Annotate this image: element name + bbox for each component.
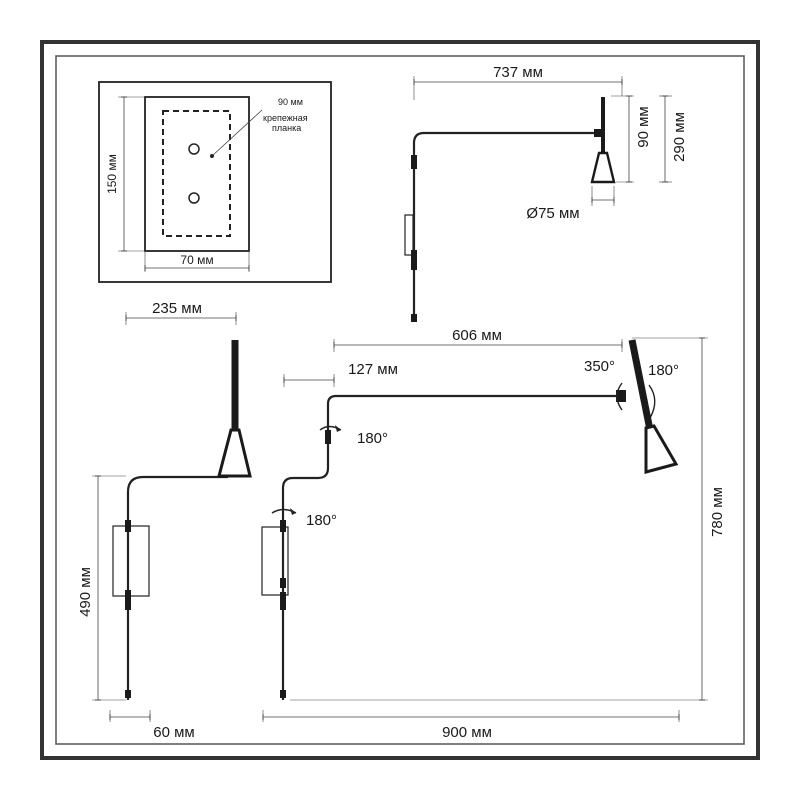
ext-head-rotation-label: 350° — [584, 358, 615, 375]
ext-reach-label: 900 мм — [442, 724, 492, 741]
mounting-bracket — [162, 110, 231, 237]
ext-lower-rotation-arrowhead-icon — [290, 508, 296, 515]
extended-view: 606 мм 127 мм 180° 180° 350° 180° 780 м — [261, 327, 726, 741]
side-view: 737 мм 90 мм 290 мм Ø75 мм — [404, 64, 688, 322]
folded-stem-base — [125, 690, 131, 698]
ext-upper-rotation-arrowhead-icon — [335, 425, 341, 432]
folded-stem — [126, 475, 228, 700]
ext-arm-label: 606 мм — [452, 327, 502, 344]
folded-height-label: 490 мм — [77, 567, 94, 617]
side-stem-joint-2 — [411, 250, 417, 270]
inner-frame — [55, 55, 745, 745]
folded-stem-joint-2 — [125, 590, 131, 610]
side-stem-joint-1 — [411, 155, 417, 169]
ext-head-rod — [628, 339, 654, 431]
side-reach-label: 737 мм — [493, 64, 543, 81]
ext-stem-joint-3 — [280, 592, 286, 610]
side-diameter-label: Ø75 мм — [526, 205, 579, 222]
ext-elbow-label: 127 мм — [348, 361, 398, 378]
outer-frame — [40, 40, 760, 760]
screw-hole-top — [188, 143, 200, 155]
folded-offset-label: 235 мм — [152, 300, 202, 317]
side-stem-base — [411, 314, 417, 322]
side-wall-plate — [404, 214, 414, 256]
folded-shade — [217, 428, 252, 478]
folded-view: 235 мм 490 мм 60 мм — [77, 300, 252, 741]
ext-stem-base — [280, 690, 286, 698]
plate-height-label: 150 мм — [105, 154, 119, 194]
folded-depth-label: 60 мм — [153, 724, 194, 741]
side-stem — [412, 131, 595, 322]
ext-head-tilt-arrow-icon — [648, 384, 656, 419]
side-total-height-label: 290 мм — [671, 112, 688, 162]
ext-stem-joint-1 — [280, 520, 286, 532]
bracket-pointer — [211, 109, 263, 157]
ext-shade — [644, 424, 679, 474]
side-shade-height-label: 90 мм — [635, 106, 652, 147]
ext-upper-joint-label: 180° — [357, 430, 388, 447]
wall-plate — [144, 96, 250, 252]
bracket-note-line2: планка — [272, 123, 301, 133]
bracket-inset-label: 90 мм — [278, 97, 303, 107]
side-shade — [590, 151, 616, 184]
ext-head-tilt-label: 180° — [648, 362, 679, 379]
bracket-note-line1: крепежная — [263, 113, 308, 123]
folded-stem-joint-1 — [125, 520, 131, 532]
ext-lower-joint-label: 180° — [306, 512, 337, 529]
ext-lower-stem — [281, 394, 620, 700]
folded-wall-plate — [112, 525, 150, 597]
mounting-plate-view: 150 мм 70 мм 90 мм крепежная планка — [98, 81, 332, 283]
ext-stem-joint-2 — [280, 578, 286, 588]
ext-upper-joint — [325, 430, 331, 444]
plate-width-label: 70 мм — [180, 253, 213, 267]
side-head-joint — [594, 129, 601, 137]
ext-head-rotation-arrow-icon — [616, 382, 623, 411]
ext-head-joint — [616, 390, 626, 402]
screw-hole-bottom — [188, 192, 200, 204]
ext-height-label: 780 мм — [709, 487, 726, 537]
